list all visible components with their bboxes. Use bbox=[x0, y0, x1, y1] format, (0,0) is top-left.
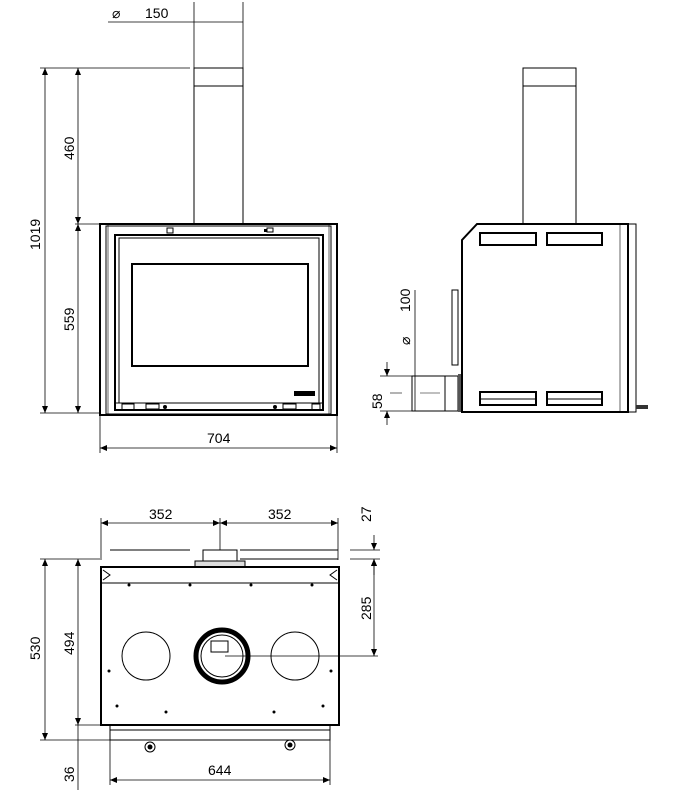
dimension-flue-diameter: ⌀ 150 bbox=[108, 2, 244, 68]
dimension-body-depth: 494 bbox=[61, 559, 81, 725]
side-view: 100 ⌀ 58 bbox=[369, 67, 648, 425]
diameter-symbol: ⌀ bbox=[397, 337, 413, 345]
top-body bbox=[100, 566, 340, 726]
front-plate bbox=[627, 223, 637, 413]
dimension-width: 704 bbox=[99, 415, 338, 453]
dimension-air-inlet-height: 58 bbox=[369, 362, 458, 425]
dimension-label: 704 bbox=[207, 430, 231, 446]
dimension-base-width: 644 bbox=[109, 740, 331, 785]
dimension-label: 1019 bbox=[27, 219, 43, 250]
side-protrusion bbox=[451, 289, 459, 366]
logo-plate bbox=[294, 391, 315, 396]
base-plate bbox=[109, 724, 331, 753]
flue-pipe bbox=[193, 67, 244, 225]
dimension-flue-height: 460 bbox=[61, 68, 81, 224]
dimension-label: 644 bbox=[208, 762, 232, 778]
dimension-flue-center: 285 bbox=[358, 559, 377, 656]
dimension-label: 27 bbox=[358, 506, 374, 522]
dimension-half-width-right: 352 bbox=[220, 506, 339, 560]
vents bbox=[479, 232, 603, 406]
stove-body bbox=[99, 223, 338, 416]
dimension-label: 352 bbox=[149, 506, 173, 522]
flue-pipe bbox=[522, 67, 577, 225]
dimension-label: 100 bbox=[397, 288, 413, 312]
dimension-overall-depth: 530 bbox=[27, 559, 48, 740]
dimension-label: 494 bbox=[61, 631, 77, 655]
air-inlet-duct bbox=[390, 374, 461, 412]
front-view: ⌀ 150 1019 460 559 704 bbox=[27, 2, 338, 453]
dimension-overall-height: 1019 bbox=[27, 68, 48, 413]
top-view: 352 352 27 285 530 494 bbox=[27, 506, 380, 790]
dimension-label: 150 bbox=[145, 5, 169, 21]
dimension-label: 285 bbox=[358, 596, 374, 620]
dimension-label: 58 bbox=[369, 393, 385, 409]
bottom-fittings bbox=[121, 403, 321, 411]
dimension-body-height: 559 bbox=[61, 224, 81, 413]
dimension-label: 530 bbox=[27, 636, 43, 660]
dimension-half-width-left: 352 bbox=[100, 506, 221, 560]
dimension-label: 460 bbox=[61, 136, 77, 160]
handle bbox=[636, 405, 648, 409]
dimension-air-inlet-diameter: 100 ⌀ bbox=[397, 288, 416, 411]
flue-collar bbox=[194, 549, 246, 568]
dimension-label: 352 bbox=[268, 506, 292, 522]
knockout-left bbox=[121, 631, 171, 681]
dimension-label: 559 bbox=[61, 307, 77, 331]
dimension-base-offset: 36 bbox=[61, 725, 79, 790]
glass-window bbox=[131, 263, 309, 367]
dimension-flue-offset: 27 bbox=[350, 506, 380, 575]
dimension-label: 36 bbox=[61, 766, 77, 782]
diameter-symbol: ⌀ bbox=[112, 5, 120, 21]
top-fittings bbox=[166, 227, 274, 234]
side-body bbox=[461, 223, 629, 413]
